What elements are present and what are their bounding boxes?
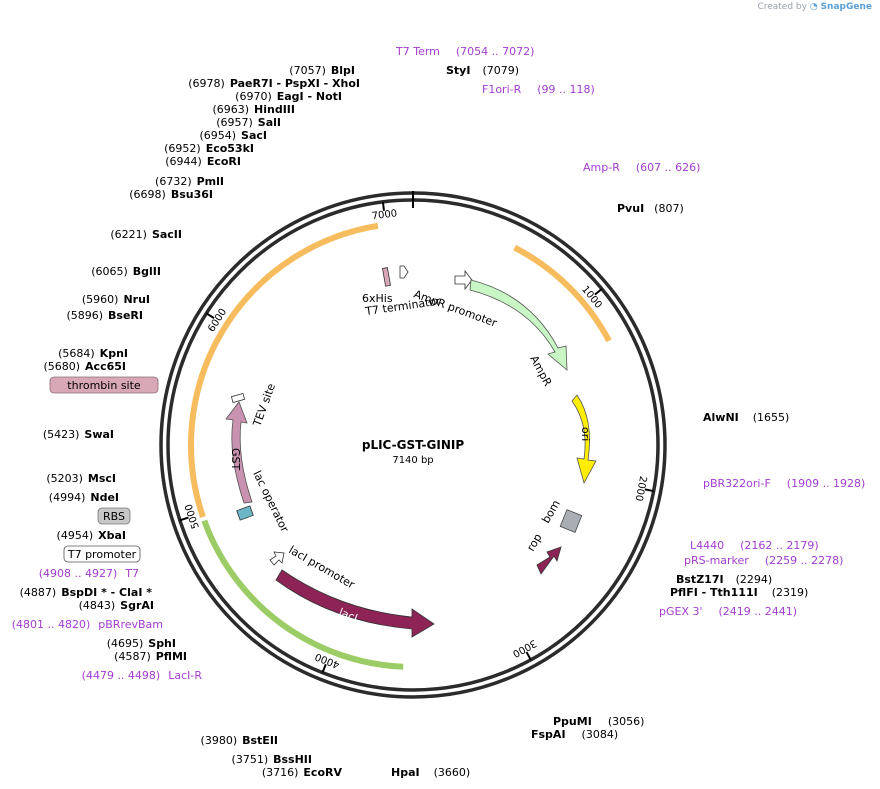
site-labels-left: (7057)BlpI (6978)PaeR7I - PspXI - XhoI (… (20, 64, 360, 779)
rbs-label: RBS (103, 510, 125, 523)
tev-site-box (230, 393, 246, 403)
site-label: (6954)SacI (199, 129, 267, 142)
ruler-tick (644, 488, 654, 493)
ampr-promoter-arrow (454, 269, 473, 291)
ruler-tick-label: 2000 (633, 475, 649, 502)
site-label: (4843)SgrAI (79, 599, 154, 612)
site-label: StyI(7079) (446, 64, 519, 77)
primer-label: (4801 .. 4820)pBRrevBam (12, 618, 163, 631)
site-label: (5960)NruI (82, 293, 150, 306)
thrombin-site-label: thrombin site (67, 379, 141, 392)
ruler-tick (179, 516, 189, 522)
primer-label: F1ori-R(99 .. 118) (482, 83, 595, 96)
laci-feature (275, 569, 435, 638)
primer-label: Amp-R(607 .. 626) (583, 161, 700, 174)
site-label: (4887)BspDI * - ClaI * (20, 586, 153, 599)
orf-arc-ampr (513, 244, 612, 343)
site-label: (6978)PaeR7I - PspXI - XhoI (188, 77, 360, 90)
site-label: (4695)SphI (107, 637, 176, 650)
primer-label: (4479 .. 4498)LacI-R (82, 669, 203, 682)
site-labels-right: StyI(7079) PvuI(807) AlwNI(1655) BstZ17I… (391, 64, 808, 779)
site-label: (5203)MscI (46, 472, 116, 485)
primer-label: pRS-marker(2259 .. 2278) (684, 554, 843, 567)
primer-label: pGEX 3'(2419 .. 2441) (659, 605, 797, 618)
ruler-tick-label: 7000 (371, 208, 398, 222)
site-label: AlwNI(1655) (703, 411, 789, 424)
ampr-label: AmpR (527, 353, 554, 388)
site-label: (3751)BssHII (232, 753, 312, 766)
orf-arc-gst (188, 222, 379, 518)
lac-operator-box (236, 505, 254, 521)
site-label: (6944)EcoRI (165, 155, 241, 168)
site-label: (6957)SalI (216, 116, 281, 129)
ruler-tick (205, 312, 215, 319)
rop-label: rop (524, 531, 544, 553)
ruler-tick (381, 201, 385, 211)
bom-label: bom (539, 498, 562, 526)
site-label: (5684)KpnI (58, 347, 128, 360)
gst-feature (225, 401, 253, 504)
ruler-tick-label: 3000 (511, 637, 539, 659)
ruler-tick (321, 663, 327, 674)
site-label: (5680)Acc65I (43, 360, 126, 373)
ruler-tick (594, 288, 603, 296)
site-label: PpuMI(3056) (553, 715, 644, 728)
site-label: PvuI(807) (617, 202, 684, 215)
site-label: (5423)SwaI (43, 428, 114, 441)
site-label: HpaI(3660) (391, 766, 470, 779)
t7-promoter-label: T7 promoter (67, 548, 137, 561)
site-label: (5896)BseRI (66, 309, 143, 322)
site-label: (6970)EagI - NotI (235, 90, 342, 103)
t7-terminator-icon (399, 265, 409, 279)
site-label: PflFI - Tth111I(2319) (670, 586, 808, 599)
rop-feature (536, 546, 562, 575)
boxed-labels: thrombin site RBS T7 promoter (49, 376, 159, 563)
t7-promoter-box (63, 545, 141, 563)
ori-feature (571, 394, 597, 485)
primer-label: L4440(2162 .. 2179) (690, 539, 819, 552)
plasmid-length: 7140 bp (392, 455, 433, 466)
thrombin-site-box (49, 376, 159, 394)
credit-brand: SnapGene (820, 2, 872, 12)
primer-labels: T7 Term(7054 .. 7072) F1ori-R(99 .. 118)… (12, 45, 866, 682)
lac-operator-label: lac operator (250, 469, 291, 535)
site-label: (4954)XbaI (57, 529, 126, 542)
his6-box (382, 267, 391, 287)
laci-promoter-arrow (269, 551, 285, 566)
gst-label: GST (229, 448, 242, 471)
credit-prefix: Created by (757, 2, 807, 12)
primer-label: (4908 .. 4927)T7 (39, 567, 139, 580)
site-label: (6698)Bsu36I (129, 188, 213, 201)
plasmid-name: pLIC-GST-GINIP (362, 438, 464, 452)
snapgene-credit: Created by ◔ SnapGene (757, 2, 872, 12)
primer-label: pBR322ori-F(1909 .. 1928) (703, 477, 865, 490)
site-label: (6065)BglII (91, 265, 161, 278)
ampr-feature (469, 279, 568, 371)
site-label: (7057)BlpI (289, 64, 355, 77)
site-label: (6221)SacII (110, 228, 182, 241)
ruler-tick (525, 651, 532, 661)
site-label: (4994)NdeI (49, 491, 119, 504)
site-label: BstZ17I(2294) (676, 573, 772, 586)
site-label: (6732)PmlI (155, 175, 224, 188)
site-label: (6963)HindIII (212, 103, 295, 116)
tev-site-label: TEV site (250, 381, 278, 428)
site-label: (6952)Eco53kI (164, 142, 254, 155)
bom-feature (559, 509, 583, 533)
site-label: (3980)BstEII (201, 734, 278, 747)
site-label: FspAI(3084) (531, 728, 618, 741)
primer-label: T7 Term(7054 .. 7072) (395, 45, 534, 58)
his6-label: 6xHis (362, 292, 393, 305)
rbs-box (97, 507, 131, 525)
ori-label: ori (579, 427, 592, 441)
snapgene-logo-icon: ◔ (809, 2, 818, 12)
orf-arc-laci (201, 519, 404, 670)
site-label: (4587)PflMI (114, 650, 187, 663)
site-label: (3716)EcoRV (262, 766, 343, 779)
